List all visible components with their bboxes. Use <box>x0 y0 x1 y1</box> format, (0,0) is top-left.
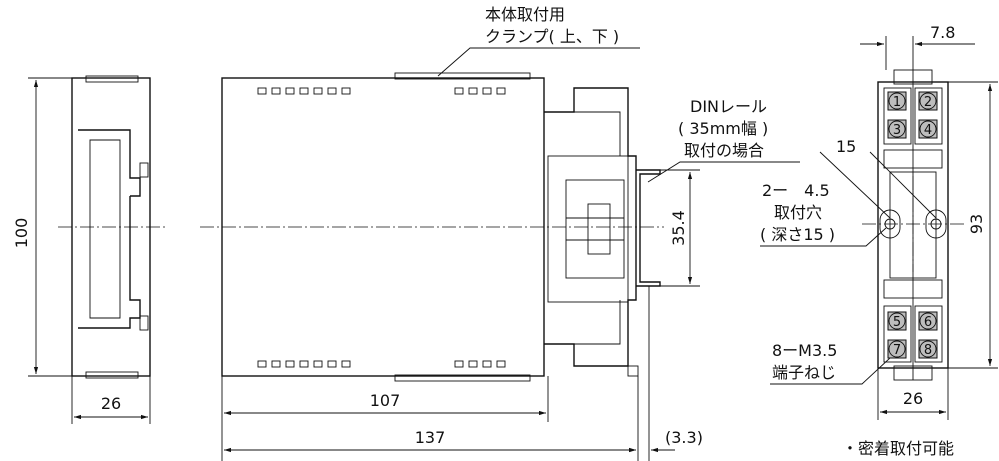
clamp-label-line1: 本体取付用 <box>485 5 565 24</box>
base-view: 1 2 3 4 5 6 7 8 7.8 93 26 15 <box>819 23 998 420</box>
hole-label-line1: 2ー 4.5 <box>762 181 830 200</box>
terminal-5: 5 <box>893 315 901 330</box>
clamp-label-line2: クランプ( 上、下 ) <box>485 27 619 46</box>
dim-pitch: 7.8 <box>930 23 955 42</box>
hole-callout: 2ー 4.5 取付穴 ( 深さ15 ) <box>760 181 887 247</box>
dim-din-height: 35.4 <box>669 210 688 246</box>
dim-side-height: 100 <box>12 218 31 249</box>
dim-front-width: 107 <box>370 391 401 410</box>
hole-label-line2: 取付穴 <box>774 203 822 222</box>
dim-hole-pitch: 15 <box>836 137 856 156</box>
dim-din-offset: (3.3) <box>665 428 703 447</box>
screw-label-line2: 端子ねじ <box>772 363 836 382</box>
din-label-line3: 取付の場合 <box>684 141 764 160</box>
dim-base-height: 93 <box>967 214 986 234</box>
terminal-3: 3 <box>893 123 901 138</box>
hole-label-line3: ( 深さ15 ) <box>760 225 835 244</box>
terminal-8: 8 <box>924 343 932 358</box>
din-label-line2: ( 35mm幅 ) <box>678 119 768 138</box>
screw-callout: 8ーM3.5 端子ねじ <box>770 341 891 385</box>
dim-base-width: 26 <box>903 389 923 408</box>
terminal-6: 6 <box>924 315 932 330</box>
mounting-note: ・密着取付可能 <box>842 439 954 458</box>
din-label-line1: DINレール <box>690 97 767 116</box>
screw-label-line1: 8ーM3.5 <box>772 341 837 360</box>
dim-side-width: 26 <box>101 394 121 413</box>
front-view: 35.4 107 137 (3.3) <box>200 72 703 461</box>
side-view: 100 26 <box>12 75 166 424</box>
din-callout: DINレール ( 35mm幅 ) 取付の場合 <box>647 97 800 183</box>
terminal-1: 1 <box>893 95 901 110</box>
clamp-callout: 本体取付用 クランプ( 上、下 ) <box>437 5 640 77</box>
terminal-4: 4 <box>924 123 932 138</box>
terminal-2: 2 <box>924 95 932 110</box>
dim-total-width: 137 <box>415 428 446 447</box>
terminal-7: 7 <box>893 343 901 358</box>
